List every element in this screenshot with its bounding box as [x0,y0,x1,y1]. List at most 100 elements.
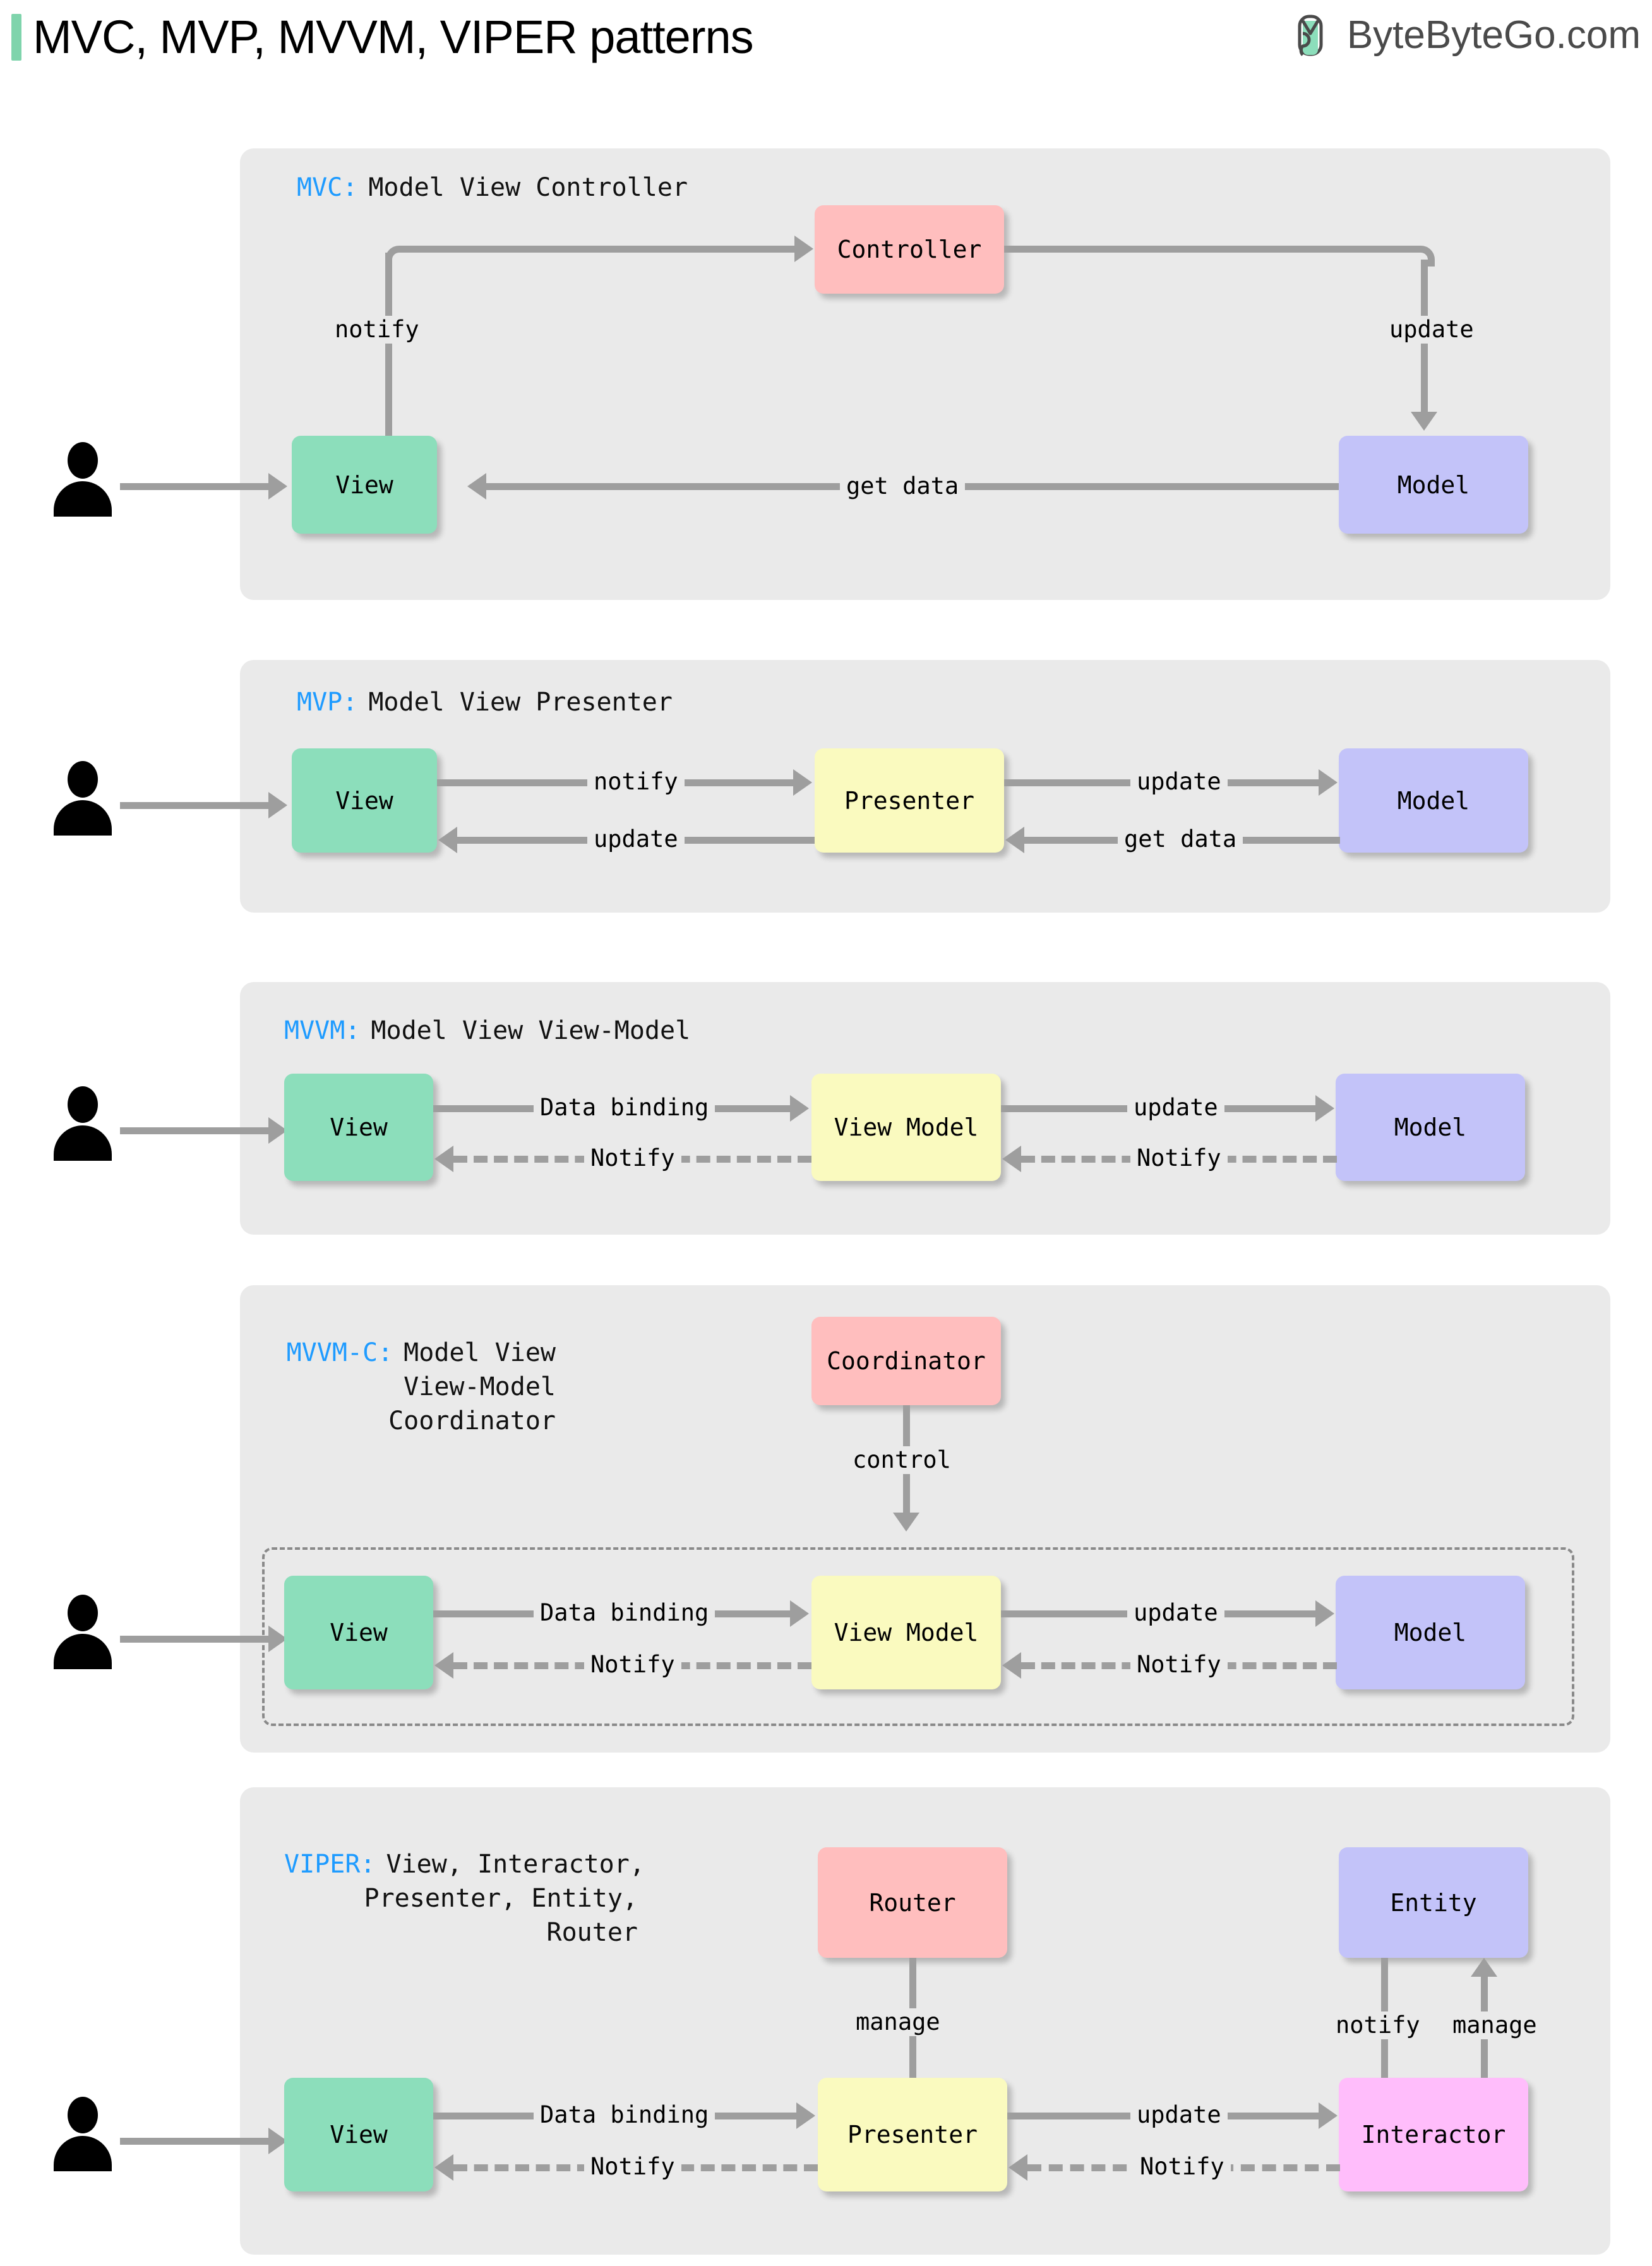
node-label: View Model [834,1619,979,1646]
brand-logo: ByteByteGo.com [1294,13,1641,57]
edge-label-notify-mvc: notify [328,316,426,344]
arrowhead-presenter-to-view-viper [434,2154,453,2181]
node-interactor-viper[interactable]: Interactor [1339,2078,1528,2191]
edge-router-to-presenter-viper [909,1958,916,2125]
page-header: MVC, MVP, MVVM, VIPER patterns ByteByteG… [0,0,1652,82]
section-subtitle-mvvmc-3: Coordinator [388,1406,556,1436]
edge-label-notify-entity-viper: notify [1329,2011,1427,2039]
arrowhead-view-to-presenter-viper [796,2102,815,2129]
node-view-mvc[interactable]: View [292,436,437,534]
node-label: View [330,1113,388,1141]
title-accent-bar [11,14,21,61]
section-title-mvvm: MVVM: Model View View-Model [284,1014,690,1048]
section-subtitle-mvvmc-2: View-Model [404,1372,556,1401]
node-model-mvvm[interactable]: Model [1336,1074,1525,1181]
node-label: View [330,2121,388,2149]
edge-user-to-view-mvp [120,802,275,809]
node-coordinator-mvvmc[interactable]: Coordinator [811,1317,1001,1405]
arrowhead-viewmodel-to-model-mvvm [1315,1095,1334,1122]
node-label: Model [1394,1619,1467,1646]
section-key-mvvm: MVVM: [284,1016,361,1045]
arrowhead-model-to-presenter-mvp [1005,827,1024,853]
edge-label-update-mvc: update [1383,316,1480,344]
edge-label-update-mvvmc: update [1127,1599,1224,1627]
node-view-mvvm[interactable]: View [284,1074,433,1181]
node-label: Router [869,1888,956,1917]
edge-label-getdata-mvc: get data [840,472,966,500]
node-entity-viper[interactable]: Entity [1339,1847,1528,1958]
arrowhead-interactor-to-presenter-viper [1009,2154,1027,2181]
arrowhead-view-to-viewmodel-mvvm [790,1095,809,1122]
section-subtitle-viper-3: Router [546,1918,638,1947]
section-title-mvc: MVC:Model View Controller [297,171,688,205]
edge-label-notify-viewmodel-mvvm: Notify [1130,1144,1228,1172]
section-key-mvp: MVP: [297,688,358,717]
edge-label-manage-router-viper: manage [849,2008,947,2036]
node-view-model-mvvm[interactable]: View Model [811,1074,1001,1181]
arrowhead-coordinator-to-group-mvvmc [893,1513,919,1532]
node-view-mvp[interactable]: View [292,748,437,853]
edge-label-getdata-mvp: get data [1118,825,1243,853]
section-key-viper: VIPER: [284,1850,376,1879]
edge-label-update-view-mvp: update [587,825,685,853]
arrowhead-model-to-view-mvc [467,473,486,500]
edge-label-manage-interactor-viper: manage [1446,2011,1543,2039]
edge-entity-to-interactor-viper [1381,1958,1388,2125]
node-view-viper[interactable]: View [284,2078,433,2191]
user-body-icon [54,2136,112,2171]
user-actor-mvp [54,761,112,837]
user-body-icon [54,1125,112,1161]
arrowhead-interactor-to-entity-viper [1471,1958,1497,1977]
arrowhead-user-to-view-mvc [268,473,287,500]
user-head-icon [68,442,98,479]
node-presenter-viper[interactable]: Presenter [818,2078,1007,2191]
edge-view-to-controller-corner-mvc [385,246,406,267]
bytebytego-logo-icon [1294,15,1336,56]
edge-user-to-view-viper [120,2138,275,2145]
edge-view-to-controller-mvc [399,246,797,253]
edge-label-databinding-mvvmc: Data binding [534,1599,715,1627]
arrowhead-viewmodel-to-view-mvvm [434,1146,453,1172]
arrowhead-presenter-to-model-mvp [1319,769,1338,796]
edge-controller-to-model-corner-mvc [1414,246,1435,267]
arrowhead-user-to-view-mvp [268,792,287,818]
section-title-mvp: MVP: Model View Presenter [297,685,673,719]
edge-label-notify-view-mvvmc: Notify [584,1651,681,1679]
arrowhead-model-to-viewmodel-mvvm [1002,1146,1021,1172]
edge-label-control-mvvmc: control [846,1446,957,1474]
node-view-mvvmc[interactable]: View [284,1576,433,1689]
section-subtitle-mvp: Model View Presenter [368,688,673,717]
edge-label-notify-presenter-viper: Notify [1134,2153,1231,2181]
edge-label-update-viper: update [1130,2101,1228,2129]
node-view-model-mvvmc[interactable]: View Model [811,1576,1001,1689]
section-subtitle-mvvm: Model View View-Model [371,1016,691,1045]
edge-label-notify-view-mvvm: Notify [584,1144,681,1172]
node-presenter-mvp[interactable]: Presenter [815,748,1004,853]
node-label: View [335,786,393,815]
node-label: View [335,471,393,499]
user-actor-mvc [54,442,112,518]
arrowhead-view-to-viewmodel-mvvmc [790,1600,809,1627]
node-label: Model [1397,471,1470,499]
section-key-mvvmc: MVVM-C: [286,1338,393,1367]
arrowhead-presenter-to-interactor-viper [1319,2102,1338,2129]
node-controller-mvc[interactable]: Controller [815,205,1004,294]
edge-label-update-mvvm: update [1127,1094,1224,1122]
edge-label-databinding-viper: Data binding [534,2101,715,2129]
user-actor-viper [54,2097,112,2173]
arrowhead-view-to-controller-mvc [794,236,813,262]
edge-label-notify-viewmodel-mvvmc: Notify [1130,1651,1228,1679]
arrowhead-controller-to-model-mvc [1411,412,1437,431]
edge-user-to-view-mvc [120,483,275,490]
arrowhead-model-to-viewmodel-mvvmc [1002,1652,1021,1679]
node-model-mvc[interactable]: Model [1339,436,1528,534]
node-label: Presenter [847,2121,978,2149]
node-label: Entity [1390,1888,1477,1917]
arrowhead-viewmodel-to-view-mvvmc [434,1652,453,1679]
node-model-mvvmc[interactable]: Model [1336,1576,1525,1689]
node-router-viper[interactable]: Router [818,1847,1007,1958]
edge-label-databinding-mvvm: Data binding [534,1094,715,1122]
node-model-mvp[interactable]: Model [1339,748,1528,853]
